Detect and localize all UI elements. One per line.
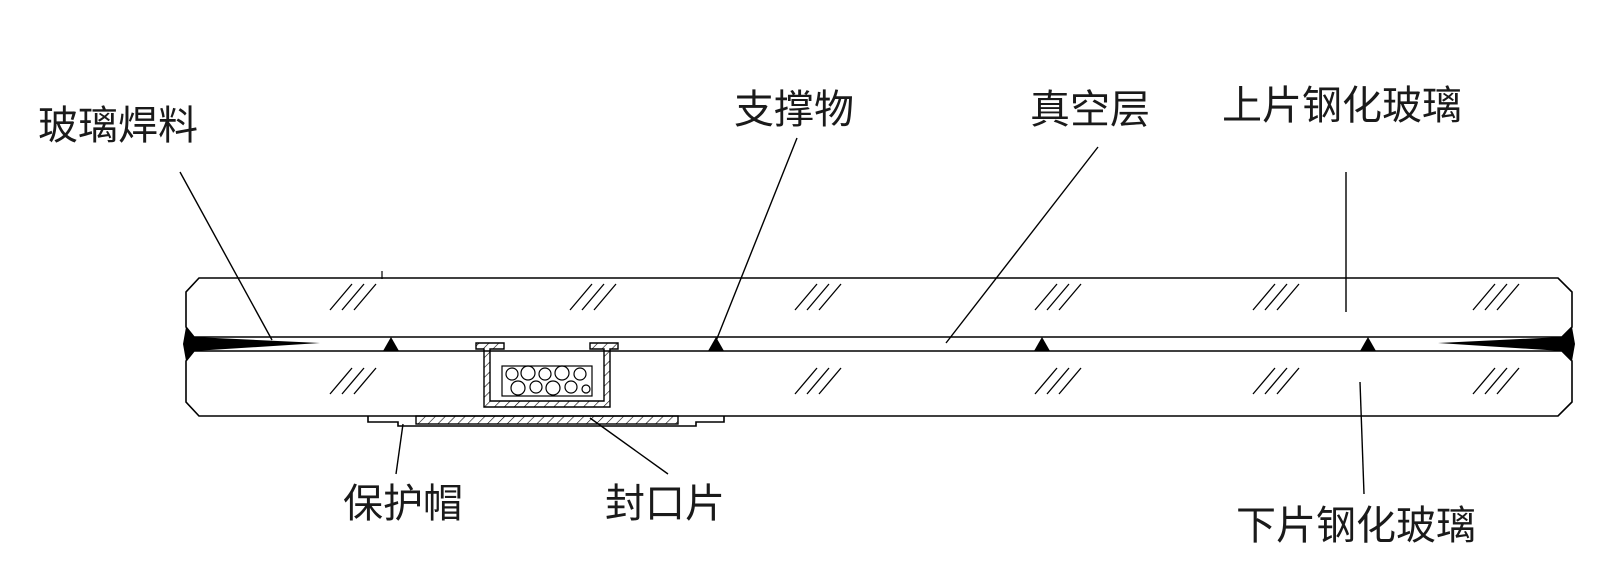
- getter-granules: [501, 365, 593, 397]
- leader-sealing-piece: [589, 417, 669, 475]
- protective-cap: [367, 416, 725, 427]
- support-pillar: [1034, 337, 1050, 351]
- support-pillar: [708, 337, 724, 351]
- sealing-piece: [415, 415, 679, 425]
- upper-glass-pane: [185, 277, 1573, 338]
- label-protective-cap: 保护帽: [343, 481, 463, 527]
- label-lower-glass: 下片钢化玻璃: [1236, 503, 1476, 549]
- support-pillar: [1360, 337, 1376, 351]
- leader-support: [715, 137, 798, 342]
- label-sealing-piece: 封口片: [605, 481, 725, 527]
- label-glass-solder: 玻璃焊料: [38, 103, 198, 149]
- glass-solder-right: [1438, 327, 1575, 361]
- lower-glass-pane: [185, 350, 1573, 417]
- leader-vacuum-layer: [945, 146, 1099, 344]
- glass-hatch-marks: [329, 283, 1520, 395]
- getter-cup: [475, 342, 619, 408]
- glass-solder-left: [183, 327, 320, 361]
- label-support: 支撑物: [734, 87, 854, 133]
- leader-lower-glass: [1359, 381, 1365, 495]
- support-pillar: [383, 337, 399, 351]
- label-vacuum-layer: 真空层: [1030, 87, 1150, 133]
- label-upper-glass: 上片钢化玻璃: [1222, 83, 1462, 129]
- leader-protective-cap: [395, 423, 404, 475]
- leader-glass-solder: [179, 171, 273, 341]
